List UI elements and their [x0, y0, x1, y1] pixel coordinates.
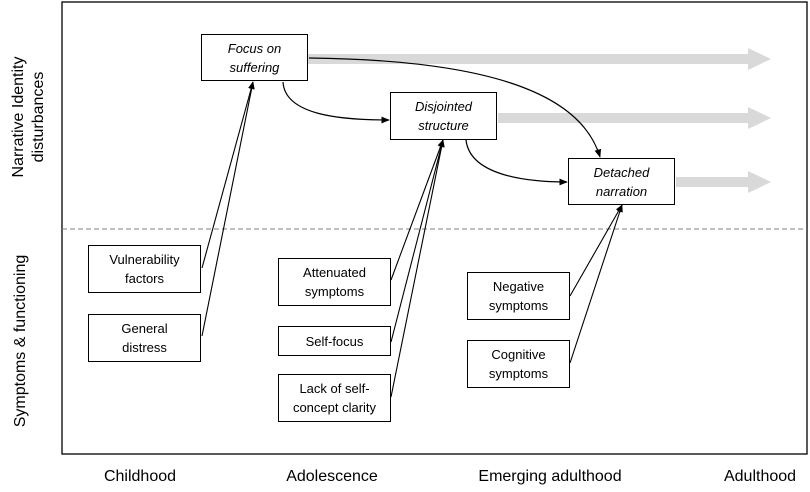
- box-cognitive-symptoms: Cognitive symptoms: [467, 340, 570, 388]
- link-focus-to-detached: [308, 57, 602, 158]
- x-label-childhood: Childhood: [103, 468, 177, 485]
- link-selffocus-to-disjointed: [390, 139, 445, 343]
- link-distress-to-focus: [201, 81, 255, 337]
- plot-frame: [61, 1, 808, 455]
- trend-arrow-disjointed-structure: [498, 107, 771, 129]
- x-label-adulthood: Adulthood: [723, 468, 797, 485]
- box-general-distress: General distress: [88, 314, 201, 362]
- link-attenuated-to-disjointed: [390, 139, 444, 281]
- link-cognitive-to-detached: [569, 204, 623, 364]
- box-focus-on-suffering: Focus on suffering: [201, 34, 308, 81]
- link-disjointed-to-detached: [465, 139, 568, 186]
- trend-arrow-detached-narration: [676, 171, 771, 193]
- x-label-emerging-adulthood: Emerging adulthood: [478, 468, 622, 485]
- box-disjointed-structure: Disjointed structure: [390, 92, 497, 140]
- box-lack-of-self-concept-clarity: Lack of self- concept clarity: [278, 374, 391, 422]
- link-negative-to-detached: [569, 204, 623, 297]
- link-focus-to-disjointed: [282, 81, 390, 124]
- box-negative-symptoms: Negative symptoms: [467, 272, 570, 320]
- trend-arrow-focus-on-suffering: [308, 48, 771, 70]
- box-vulnerability-factors: Vulnerability factors: [88, 245, 201, 293]
- box-detached-narration: Detached narration: [568, 158, 675, 205]
- y-label-symptoms-functioning: Symptoms & functioning: [12, 254, 29, 428]
- box-attenuated-symptoms: Attenuated symptoms: [278, 258, 391, 306]
- trend-arrows: [308, 48, 771, 193]
- box-self-focus: Self-focus: [278, 326, 391, 356]
- x-label-adolescence: Adolescence: [286, 468, 378, 485]
- y-label-narrative-identity: Narrative Identity disturbances: [10, 56, 47, 178]
- narrative-links: [282, 57, 602, 186]
- link-vulnerability-to-focus: [201, 81, 255, 269]
- symptom-links: [201, 81, 623, 398]
- link-selfconcept-to-disjointed: [390, 139, 445, 398]
